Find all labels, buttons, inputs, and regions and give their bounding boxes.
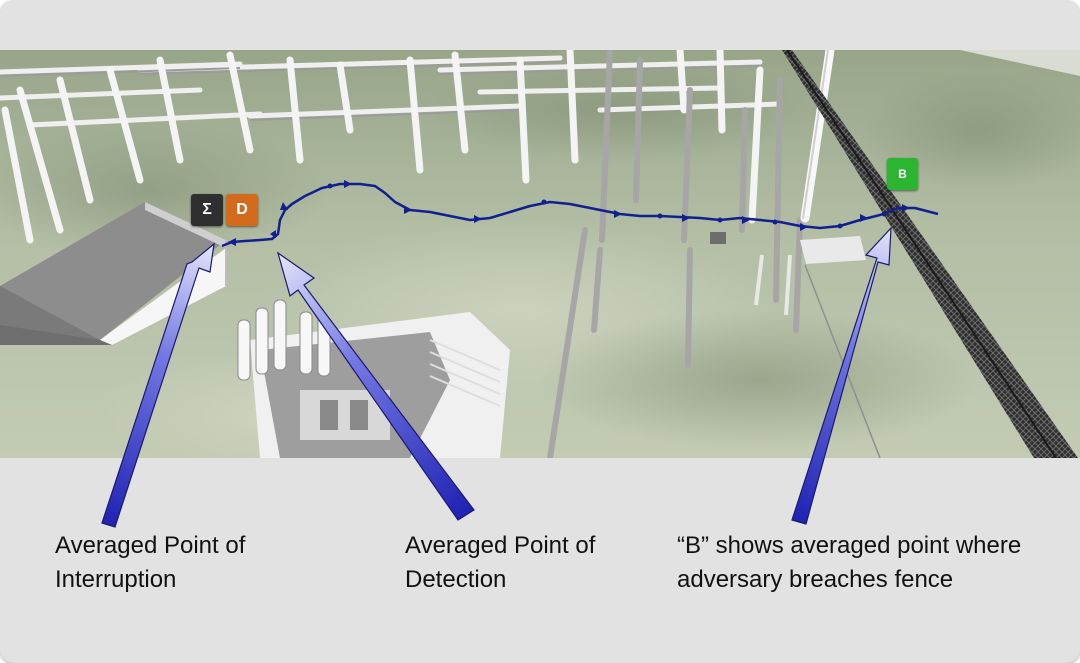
detection-caption-line2: Detection (405, 566, 507, 593)
breach-caption-line2: adversary breaches fence (677, 566, 954, 593)
breach-caption: “B” shows averaged point where adversary… (677, 529, 1021, 597)
adversary-path (221, 180, 939, 248)
breach-marker: B (887, 158, 918, 190)
detection-caption-line1: Averaged Point of (405, 532, 596, 559)
interruption-caption-line2: Interruption (55, 566, 177, 593)
interruption-caption-line1: Averaged Point of (55, 532, 246, 559)
detection-marker: D (226, 194, 258, 226)
breach-caption-line1: “B” shows averaged point where (677, 532, 1022, 559)
sigma-icon: Σ (191, 194, 223, 226)
scene-svg (0, 50, 1080, 458)
posts-white (1, 50, 835, 458)
interruption-caption: Averaged Point of Interruption (55, 529, 245, 597)
substation-3d-scene (0, 50, 1080, 458)
detection-caption: Averaged Point of Detection (405, 529, 595, 597)
sky-corner (880, 50, 1080, 76)
